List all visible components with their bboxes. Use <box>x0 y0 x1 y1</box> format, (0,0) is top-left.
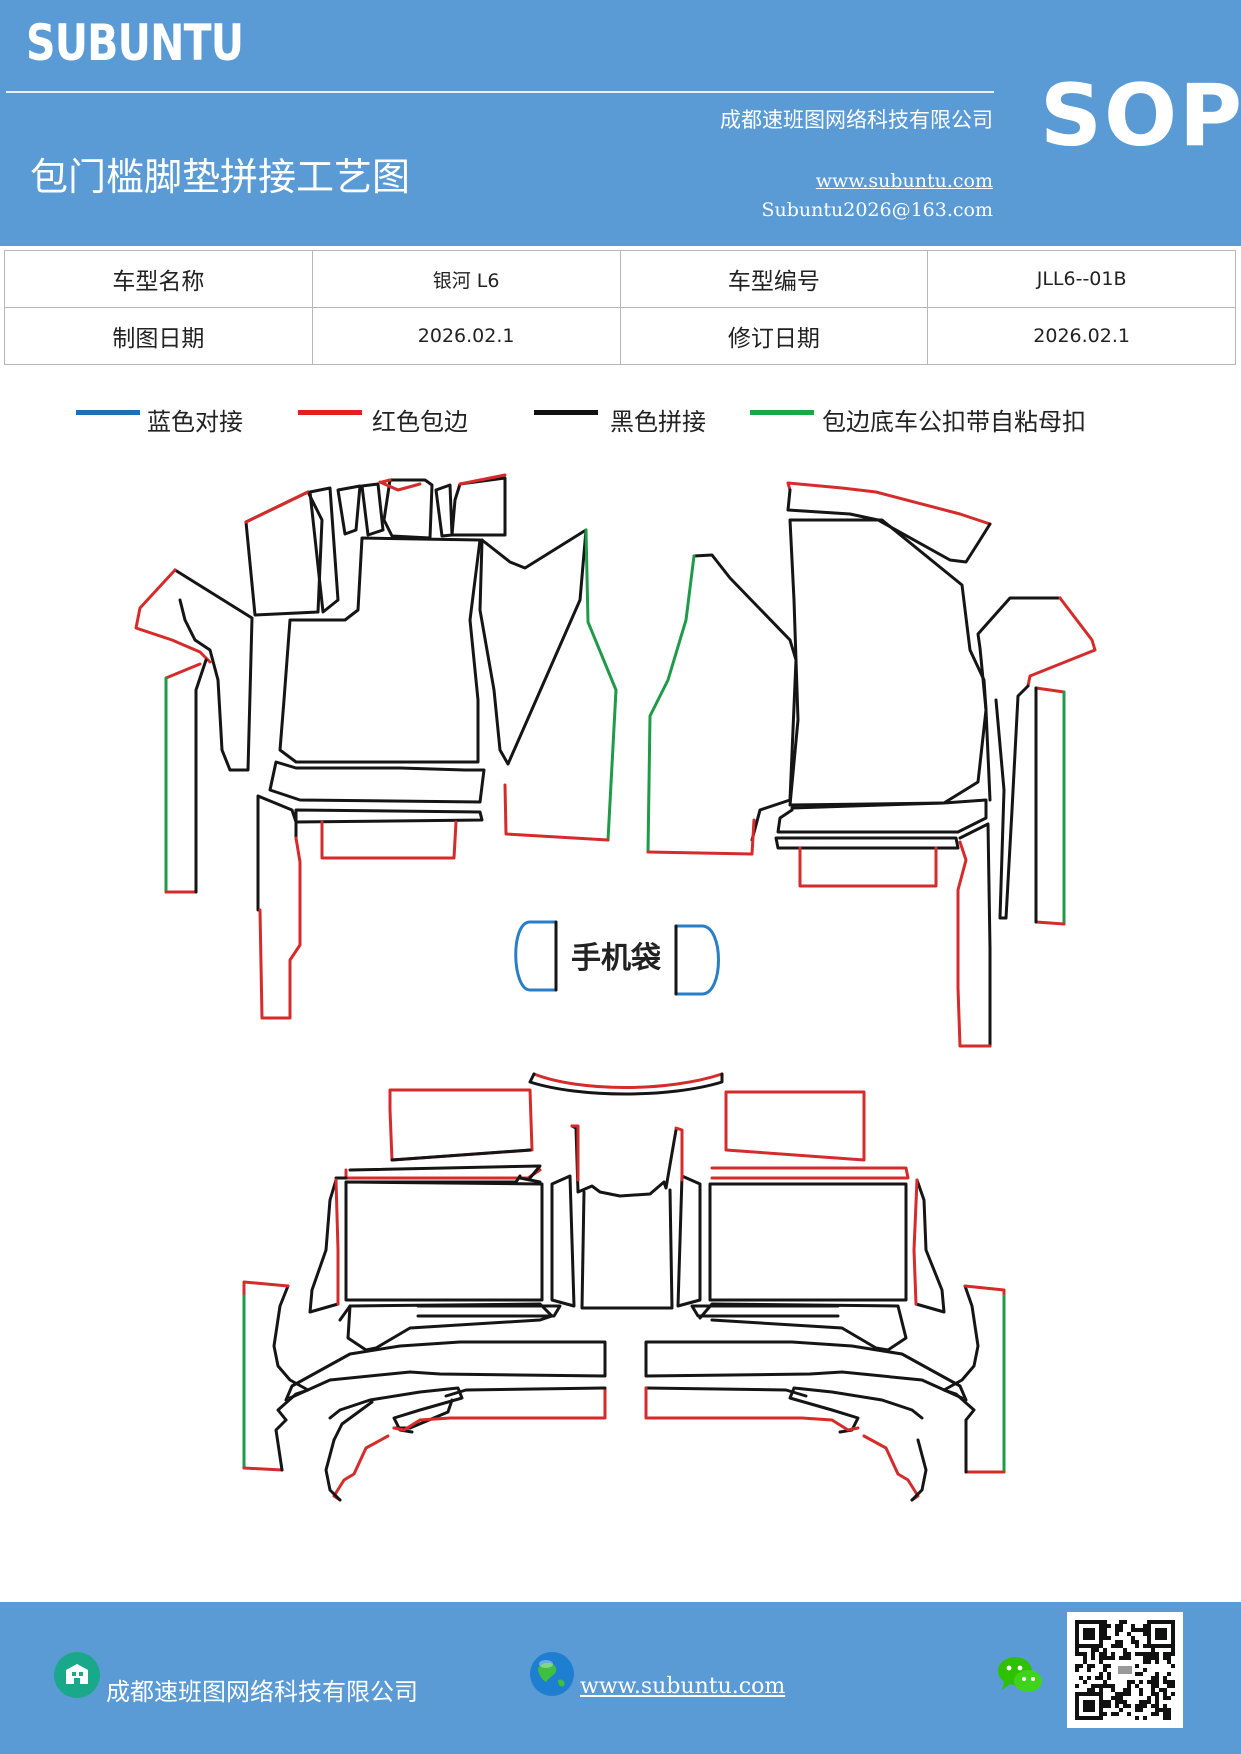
legend-swatch-red <box>298 410 362 415</box>
model-name-label: 车型名称 <box>4 250 313 308</box>
building-icon <box>54 1652 100 1698</box>
upper-left-mats <box>134 473 618 1020</box>
upper-right-mats <box>646 481 1097 1048</box>
qr-code-image <box>1075 1620 1175 1720</box>
floor-mat-diagram: 手机袋 <box>134 473 1097 1502</box>
legend-swatch-green <box>750 410 814 415</box>
header-company: 成都速班图网络科技有限公司 <box>720 108 993 132</box>
draw-date-value: 2026.02.1 <box>311 307 621 365</box>
header-divider <box>6 91 994 93</box>
header-band: SUBUNTU 成都速班图网络科技有限公司 包门槛脚垫拼接工艺图 www.sub… <box>0 0 1241 246</box>
table-row: 车型名称 银河 L6 车型编号 JLL6--01B <box>4 250 1236 308</box>
footer-band: 成都速班图网络科技有限公司 www.subuntu.com <box>0 1602 1241 1754</box>
legend-label-black: 黑色拼接 <box>610 408 706 436</box>
header-website-link[interactable]: www.subuntu.com <box>815 170 993 192</box>
qr-code <box>1067 1612 1183 1728</box>
info-table: 车型名称 银河 L6 车型编号 JLL6--01B 制图日期 2026.02.1… <box>4 250 1236 365</box>
footer-company: 成都速班图网络科技有限公司 <box>106 1678 418 1706</box>
legend-swatch-black <box>534 410 598 415</box>
wechat-icon[interactable] <box>996 1654 1044 1698</box>
model-code-value: JLL6--01B <box>927 250 1236 308</box>
revise-date-value: 2026.02.1 <box>927 307 1236 365</box>
draw-date-label: 制图日期 <box>4 307 313 365</box>
legend-label-blue: 蓝色对接 <box>147 408 243 436</box>
model-code-label: 车型编号 <box>619 250 929 308</box>
legend-label-red: 红色包边 <box>372 408 468 436</box>
model-name-value: 银河 L6 <box>311 250 621 308</box>
globe-icon <box>530 1652 574 1696</box>
footer-website-link[interactable]: www.subuntu.com <box>580 1674 786 1699</box>
lower-mats <box>242 1072 1006 1502</box>
revise-date-label: 修订日期 <box>619 307 929 365</box>
legend-swatch-blue <box>76 410 140 415</box>
table-row: 制图日期 2026.02.1 修订日期 2026.02.1 <box>4 307 1236 365</box>
page-title: 包门槛脚垫拼接工艺图 <box>30 155 411 199</box>
phone-pocket <box>514 920 720 996</box>
phone-pocket-label: 手机袋 <box>571 941 661 976</box>
header-email: Subuntu2026@163.com <box>761 199 993 221</box>
sop-label: SOP <box>1040 66 1241 166</box>
brand-logo: SUBUNTU <box>26 14 244 72</box>
legend-label-green: 包边底车公扣带自粘母扣 <box>822 408 1086 436</box>
